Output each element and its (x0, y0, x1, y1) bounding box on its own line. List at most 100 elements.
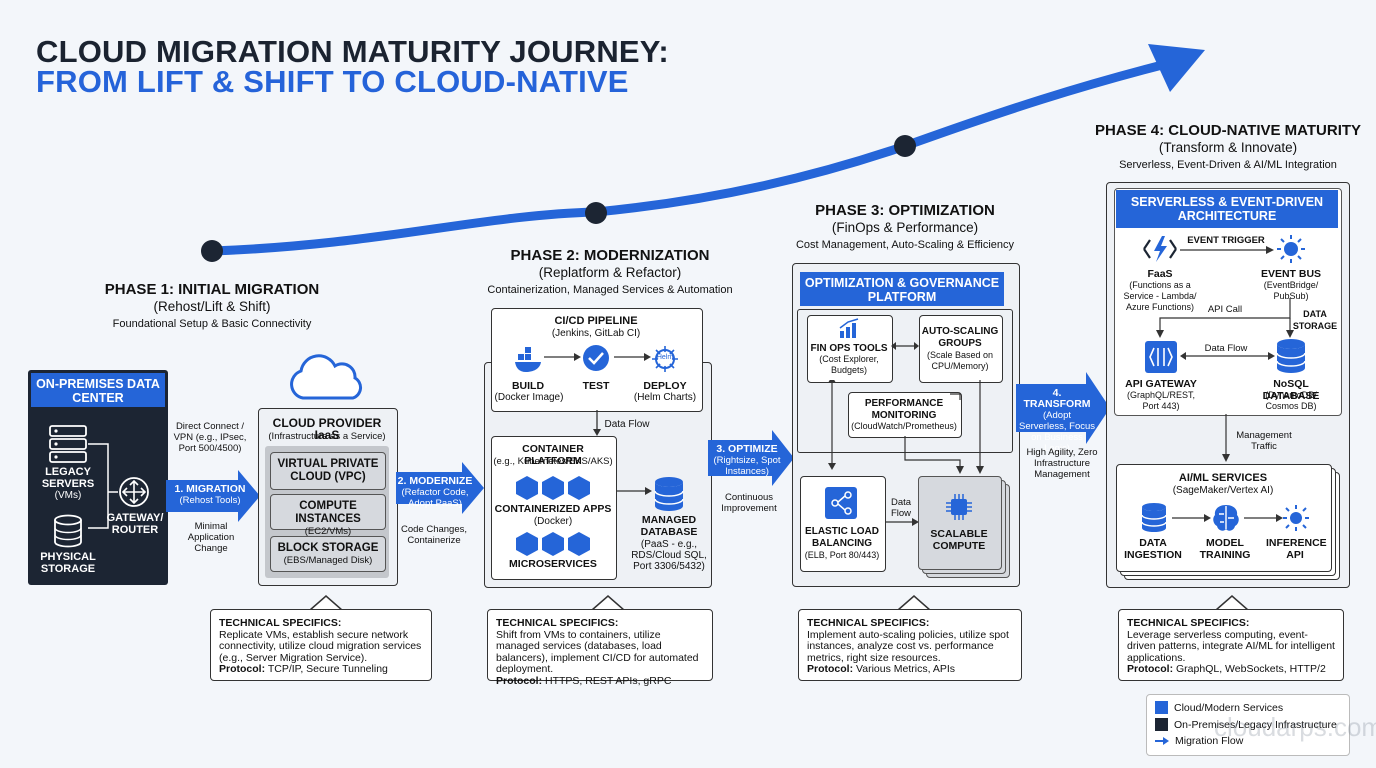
auto-scaling-note: (Scale Based on CPU/Memory) (926, 350, 994, 371)
tech-1-head: TECHNICAL SPECIFICS: (219, 617, 342, 629)
inference-icon (1283, 505, 1309, 531)
high-agility-label: High Agility, Zero Infrastructure Manage… (1026, 447, 1098, 480)
finops-autoscale-arrow (891, 342, 919, 350)
continuous-improvement-label: Continuous Improvement (721, 492, 777, 514)
container-hexes (516, 476, 596, 500)
iaas-subtitle: (Infrastructure as a Service) (268, 431, 386, 442)
gateway-router-label: GATEWAY/ ROUTER (106, 512, 164, 536)
vpc-label: VIRTUAL PRIVATE CLOUD (VPC) (277, 458, 379, 483)
cicd-data-flow-label: Data Flow (604, 419, 650, 430)
legend-onprem-label: On-Premises/Legacy Infrastructure (1174, 718, 1337, 731)
minimal-change-label: Minimal Application Change (187, 521, 235, 554)
tech-1-body: Replicate VMs, establish secure network … (219, 628, 422, 664)
ingest-train-arrow (1172, 514, 1211, 522)
transform-arrow-label: 4. TRANSFORM (Adopt Serverless, Focus on… (1018, 387, 1096, 455)
cicd-arrows (544, 353, 651, 361)
legend: Cloud/Modern Services On-Premises/Legacy… (1146, 694, 1350, 756)
modernize-step-title: 2. MODERNIZE (397, 475, 473, 487)
elb-to-compute-arrow (885, 518, 919, 526)
phase-1-desc: Foundational Setup & Basic Connectivity (112, 318, 312, 330)
mgmt-traffic-label: Management Traffic (1236, 430, 1292, 452)
iaas-title: CLOUD PROVIDER IaaS (272, 416, 382, 442)
tech-2-proto: HTTPS, REST APIs, gRPC (545, 674, 672, 687)
migration-arrow (166, 470, 260, 522)
on-premises-header: ON-PREMISES DATA CENTER (31, 373, 165, 407)
page-title: CLOUD MIGRATION MATURITY JOURNEY: (36, 34, 669, 69)
tech-3-body: Implement auto-scaling policies, utilize… (807, 628, 1009, 664)
containerized-apps-label: CONTAINERIZED APPS (494, 503, 612, 515)
transform-step-title: 4. TRANSFORM (1023, 387, 1091, 410)
api-db-arrow (1180, 352, 1275, 360)
elb-note: (ELB, Port 80/443) (804, 550, 880, 560)
legacy-servers-note: (VMs) (54, 490, 82, 501)
nosql-note: (DynamoDB/ Cosmos DB) (1265, 390, 1317, 411)
governance-connectors (828, 380, 984, 474)
api-call-connector (1156, 298, 1294, 338)
transform-step-note: (Adopt Serverless, Focus on Business Log… (1018, 410, 1096, 454)
container-icon (568, 476, 590, 500)
optimize-arrow (708, 430, 794, 486)
auto-scaling-label: AUTO-SCALING GROUPS (921, 326, 999, 349)
data-storage-label: DATA STORAGE (1292, 309, 1338, 331)
phase-2-subtitle: (Replatform & Refactor) (538, 265, 682, 280)
tech-2-body: Shift from VMs to containers, utilize ma… (496, 628, 699, 675)
aiml-subtitle: (SageMaker/Vertex AI) (1172, 485, 1274, 496)
transform-arrow (1016, 372, 1110, 444)
phase-2-title: PHASE 2: MODERNIZATION (510, 247, 710, 264)
cicd-subtitle: (Jenkins, GitLab CI) (551, 328, 641, 339)
data-ingestion-label: DATA INGESTION (1124, 537, 1182, 561)
cicd-title: CI/CD PIPELINE (554, 315, 638, 327)
chip-icon (946, 494, 972, 520)
finops-label: FIN OPS TOOLS (810, 343, 888, 354)
router-icon (119, 477, 149, 507)
container-to-db-arrow (617, 487, 652, 495)
direct-connect-label: Direct Connect / VPN (e.g., IPsec, Port … (173, 421, 247, 454)
lambda-icon (1143, 236, 1177, 262)
finops-note: (Cost Explorer, Budgets) (819, 354, 879, 375)
mgmt-traffic-arrow (1222, 414, 1230, 462)
containerized-apps-note: (Docker) (533, 516, 573, 527)
managed-db-icon (654, 477, 684, 511)
build-note: (Docker Image) (494, 392, 564, 403)
container-icon (516, 476, 538, 500)
performance-monitoring-label: PERFORMANCE MONITORING (864, 398, 944, 421)
event-bus-note: (EventBridge/ PubSub) (1263, 280, 1319, 301)
container-platform-box (491, 436, 617, 580)
phase-3-title: PHASE 3: OPTIMIZATION (815, 202, 995, 219)
microservices-label: MICROSERVICES (509, 558, 597, 570)
microservice-hexes (516, 532, 596, 556)
migration-step-title: 1. MIGRATION (174, 483, 246, 495)
event-bus-label: EVENT BUS (1260, 268, 1322, 280)
elb-data-flow-label: Data Flow (890, 497, 912, 519)
helm-icon (652, 346, 678, 372)
phase-2-desc: Containerization, Managed Services & Aut… (487, 284, 733, 296)
data-flow-label: Data Flow (1204, 343, 1248, 354)
legend-flow-label: Migration Flow (1175, 735, 1244, 747)
inference-api-label: INFERENCE API (1266, 537, 1327, 561)
milestone-1 (201, 240, 223, 262)
managed-db-note: (PaaS - e.g., RDS/Cloud SQL, Port 3306/5… (631, 539, 707, 572)
legend-onprem-swatch (1155, 718, 1168, 731)
phase-4-header: PHASE 4: CLOUD-NATIVE MATURITY (Transfor… (1090, 122, 1366, 171)
governance-header: OPTIMIZATION & GOVERNANCE PLATFORM (800, 272, 1004, 306)
legend-cloud: Cloud/Modern Services (1155, 701, 1283, 714)
event-trigger-label: EVENT TRIGGER (1187, 235, 1265, 246)
compute-instances-box: COMPUTE INSTANCES (EC2/VMs) (270, 494, 386, 537)
managed-db-label: MANAGED DATABASE (640, 514, 698, 538)
tech-2-head: TECHNICAL SPECIFICS: (496, 617, 619, 629)
faas-label: FaaS (1147, 268, 1173, 280)
phase-3-header: PHASE 3: OPTIMIZATION (FinOps & Performa… (770, 202, 1040, 251)
phase-3-subtitle: (FinOps & Performance) (831, 220, 979, 235)
tech-4-body: Leverage serverless computing, event-dri… (1127, 628, 1335, 664)
phase-1-subtitle: (Rehost/Lift & Shift) (153, 299, 271, 314)
tech-specifics-2: TECHNICAL SPECIFICS: Shift from VMs to c… (487, 609, 713, 686)
modernize-step-note: (Refactor Code, Adopt PaaS) (401, 487, 469, 509)
block-storage-box: BLOCK STORAGE (EBS/Managed Disk) (270, 536, 386, 572)
optimize-step-note: (Rightsize, Spot Instances) (713, 455, 781, 477)
legend-cloud-label: Cloud/Modern Services (1174, 701, 1284, 714)
legend-onprem: On-Premises/Legacy Infrastructure (1155, 718, 1337, 731)
tech-specifics-4: TECHNICAL SPECIFICS: Leverage serverless… (1118, 609, 1344, 681)
deploy-label: DEPLOY (643, 380, 687, 392)
test-label: TEST (582, 380, 610, 392)
